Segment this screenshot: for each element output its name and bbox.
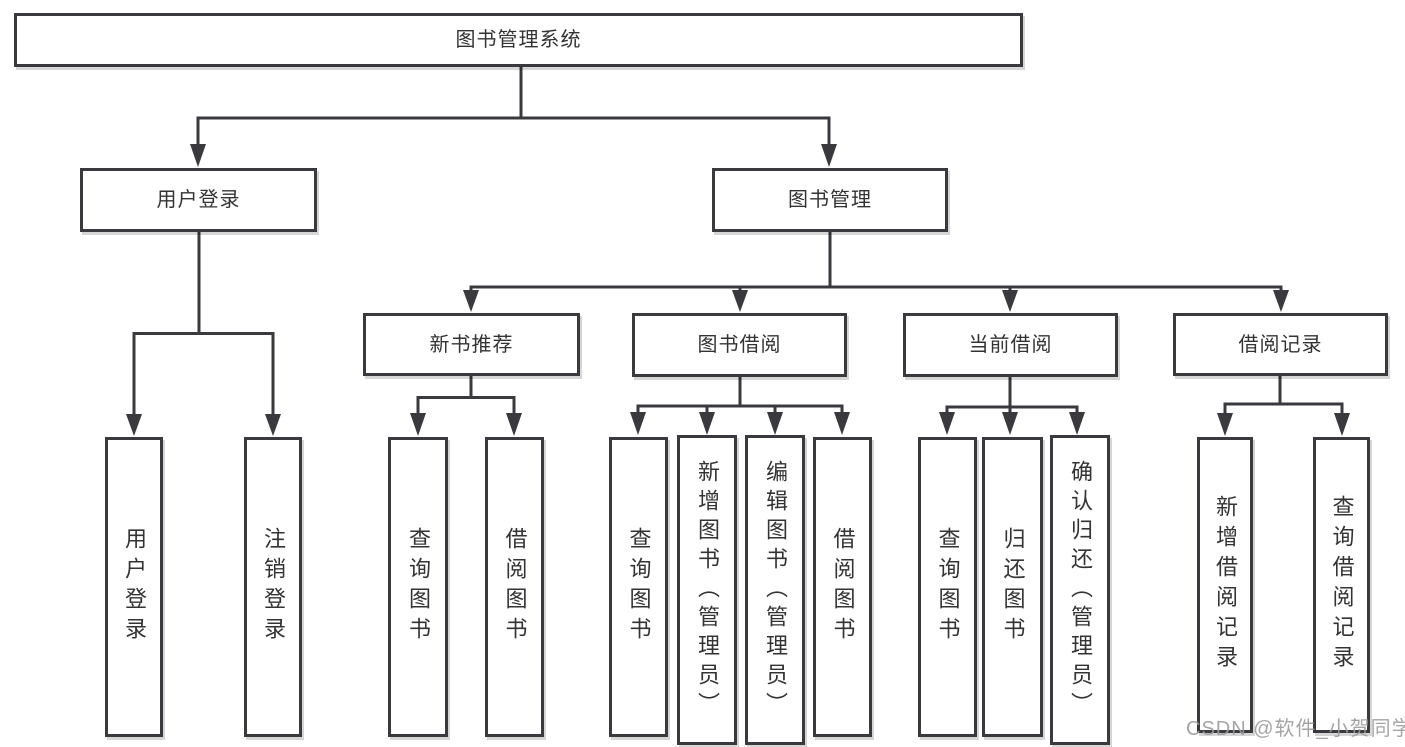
arrowhead [834, 412, 850, 435]
arrowhead [506, 413, 522, 436]
node-book-borrow: 图书借阅 [632, 313, 847, 377]
leaf-borrow-add-books-admin: 新增图书（管理员） [677, 435, 737, 745]
node-new-book-recommend: 新书推荐 [363, 313, 580, 376]
leaf-borrow-borrow-books: 借阅图书 [813, 437, 872, 737]
leaf-logout-login: 注销登录 [244, 437, 302, 737]
arrowhead [1069, 412, 1085, 435]
leaf-newrec-query-books: 查询图书 [388, 437, 448, 737]
node-current-borrow: 当前借阅 [903, 313, 1118, 377]
node-library-management-system: 图书管理系统 [14, 13, 1023, 67]
connector-new-book-branch [416, 376, 516, 415]
arrowhead [265, 414, 281, 436]
leaf-newrec-borrow-books: 借阅图书 [485, 437, 544, 737]
connector-records-branch [1223, 376, 1344, 415]
connector-root-to-level2 [196, 67, 831, 146]
arrowhead [126, 414, 142, 436]
node-book-management: 图书管理 [712, 168, 948, 232]
arrowhead [821, 144, 837, 167]
leaf-current-query-books: 查询图书 [918, 437, 977, 737]
csdn-watermark: CSDN @软件_小贺同学 [1186, 718, 1405, 740]
arrowhead [1002, 412, 1018, 435]
arrowhead [463, 290, 479, 312]
node-borrow-records: 借阅记录 [1173, 313, 1388, 376]
arrowhead [1217, 413, 1233, 436]
arrowhead [190, 144, 206, 167]
leaf-records-add-record: 新增借阅记录 [1197, 437, 1253, 733]
arrowhead [410, 413, 426, 436]
arrowhead [1002, 290, 1018, 312]
connector-current-borrow-branch [945, 377, 1079, 414]
arrowhead [732, 290, 748, 312]
leaf-borrow-edit-books-admin: 编辑图书（管理员） [745, 435, 805, 745]
connector-book-mgmt-branch [469, 232, 1283, 292]
arrowhead [1273, 290, 1289, 312]
arrowhead [699, 412, 715, 435]
arrowhead [630, 412, 646, 435]
leaf-user-login: 用户登录 [105, 437, 163, 737]
connector-book-borrow-branch [636, 377, 844, 414]
leaf-current-confirm-return-admin: 确认归还（管理员） [1050, 435, 1110, 745]
arrowhead [767, 412, 783, 435]
arrowhead [1334, 413, 1350, 436]
leaf-current-return-books: 归还图书 [982, 437, 1043, 737]
leaf-records-query-record: 查询借阅记录 [1313, 437, 1370, 733]
connector-user-login-branch [132, 232, 275, 416]
arrowhead [939, 412, 955, 435]
leaf-borrow-query-books: 查询图书 [609, 437, 668, 737]
node-user-login: 用户登录 [80, 168, 317, 232]
